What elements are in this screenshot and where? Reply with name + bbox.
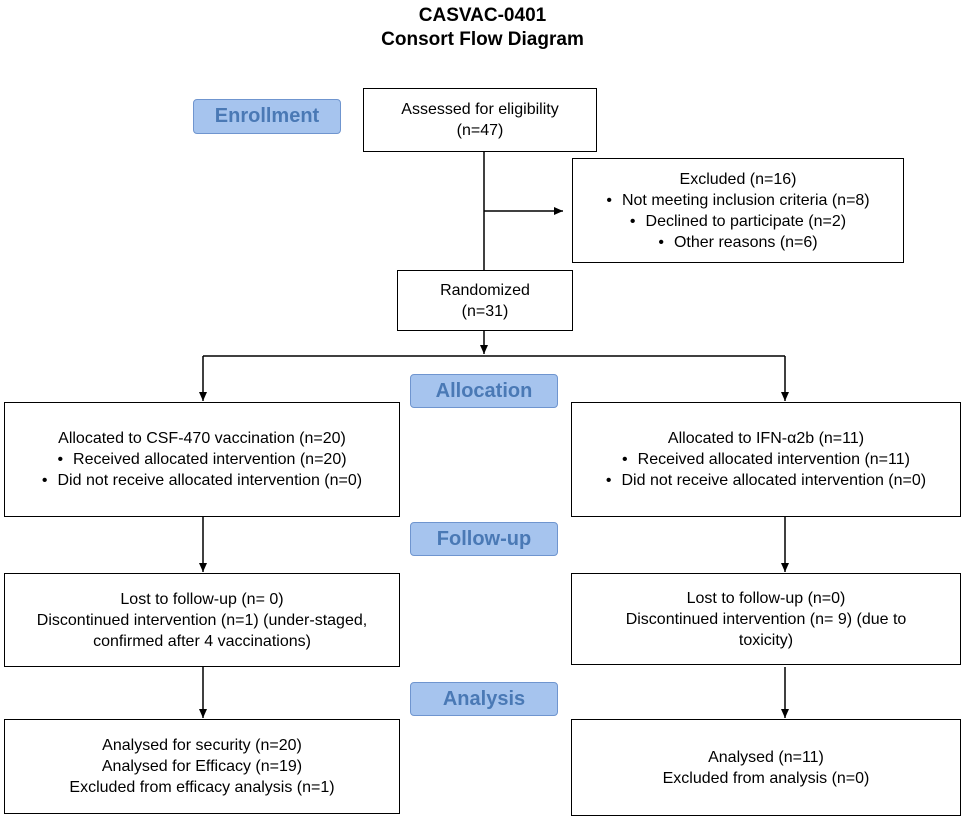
right-allocation-box: Allocated to IFN-α2b (n=11) Received all… bbox=[571, 402, 961, 517]
allocation-stage-text: Allocation bbox=[435, 379, 533, 402]
title-line-2: Consort Flow Diagram bbox=[381, 29, 584, 50]
right-analysis-line: Analysed (n=11) bbox=[708, 748, 824, 766]
right-analysis-box: Analysed (n=11) Excluded from analysis (… bbox=[571, 719, 961, 816]
left-followup-line: Discontinued intervention (n=1) (under-s… bbox=[36, 611, 368, 629]
right-allocation-heading: Allocated to IFN-α2b (n=11) bbox=[667, 430, 865, 447]
followup-stage-text: Follow-up bbox=[436, 527, 532, 550]
right-followup-line: Discontinued intervention (n= 9) (due to bbox=[625, 610, 907, 628]
left-allocation-item: Did not receive allocated intervention (… bbox=[42, 470, 362, 491]
assessed-box: Assessed for eligibility (n=47) bbox=[363, 88, 597, 152]
title-line-1: CASVAC-0401 bbox=[418, 5, 547, 26]
randomized-box: Randomized (n=31) bbox=[397, 270, 573, 331]
left-allocation-item: Received allocated intervention (n=20) bbox=[57, 449, 347, 470]
left-followup-line: confirmed after 4 vaccinations) bbox=[93, 632, 311, 650]
assessed-label: Assessed for eligibility bbox=[401, 101, 559, 118]
right-followup-line: Lost to follow-up (n=0) bbox=[686, 589, 846, 607]
left-allocation-box: Allocated to CSF-470 vaccination (n=20) … bbox=[4, 402, 400, 517]
left-analysis-box: Analysed for security (n=20) Analysed fo… bbox=[4, 719, 400, 814]
excluded-item: Not meeting inclusion criteria (n=8) bbox=[606, 190, 870, 211]
right-followup-line: toxicity) bbox=[738, 631, 794, 649]
right-allocation-item: Received allocated intervention (n=11) bbox=[622, 449, 910, 470]
randomized-count: (n=31) bbox=[461, 302, 509, 320]
followup-stage-label: Follow-up bbox=[410, 522, 558, 556]
excluded-heading: Excluded (n=16) bbox=[679, 170, 797, 188]
left-followup-line: Lost to follow-up (n= 0) bbox=[120, 590, 284, 608]
excluded-box: Excluded (n=16) Not meeting inclusion cr… bbox=[572, 158, 904, 263]
enrollment-stage-text: Enrollment bbox=[214, 105, 320, 127]
right-allocation-item: Did not receive allocated intervention (… bbox=[606, 470, 926, 491]
left-followup-box: Lost to follow-up (n= 0) Discontinued in… bbox=[4, 573, 400, 667]
left-allocation-heading: Allocated to CSF-470 vaccination (n=20) bbox=[58, 430, 346, 447]
left-analysis-line: Analysed for Efficacy (n=19) bbox=[101, 758, 303, 775]
left-analysis-line: Excluded from efficacy analysis (n=1) bbox=[69, 779, 335, 796]
randomized-label: Randomized bbox=[440, 281, 530, 299]
left-analysis-line: Analysed for security (n=20) bbox=[102, 737, 302, 754]
diagram-title: CASVAC-0401 Consort Flow Diagram bbox=[0, 4, 965, 52]
enrollment-stage-label: Enrollment bbox=[193, 99, 341, 134]
right-followup-box: Lost to follow-up (n=0) Discontinued int… bbox=[571, 573, 961, 665]
analysis-stage-label: Analysis bbox=[410, 682, 558, 716]
excluded-item: Declined to participate (n=2) bbox=[630, 211, 847, 232]
right-analysis-line: Excluded from analysis (n=0) bbox=[662, 769, 870, 787]
analysis-stage-text: Analysis bbox=[442, 687, 526, 710]
assessed-count: (n=47) bbox=[456, 122, 504, 139]
excluded-item: Other reasons (n=6) bbox=[658, 232, 818, 253]
allocation-stage-label: Allocation bbox=[410, 374, 558, 408]
